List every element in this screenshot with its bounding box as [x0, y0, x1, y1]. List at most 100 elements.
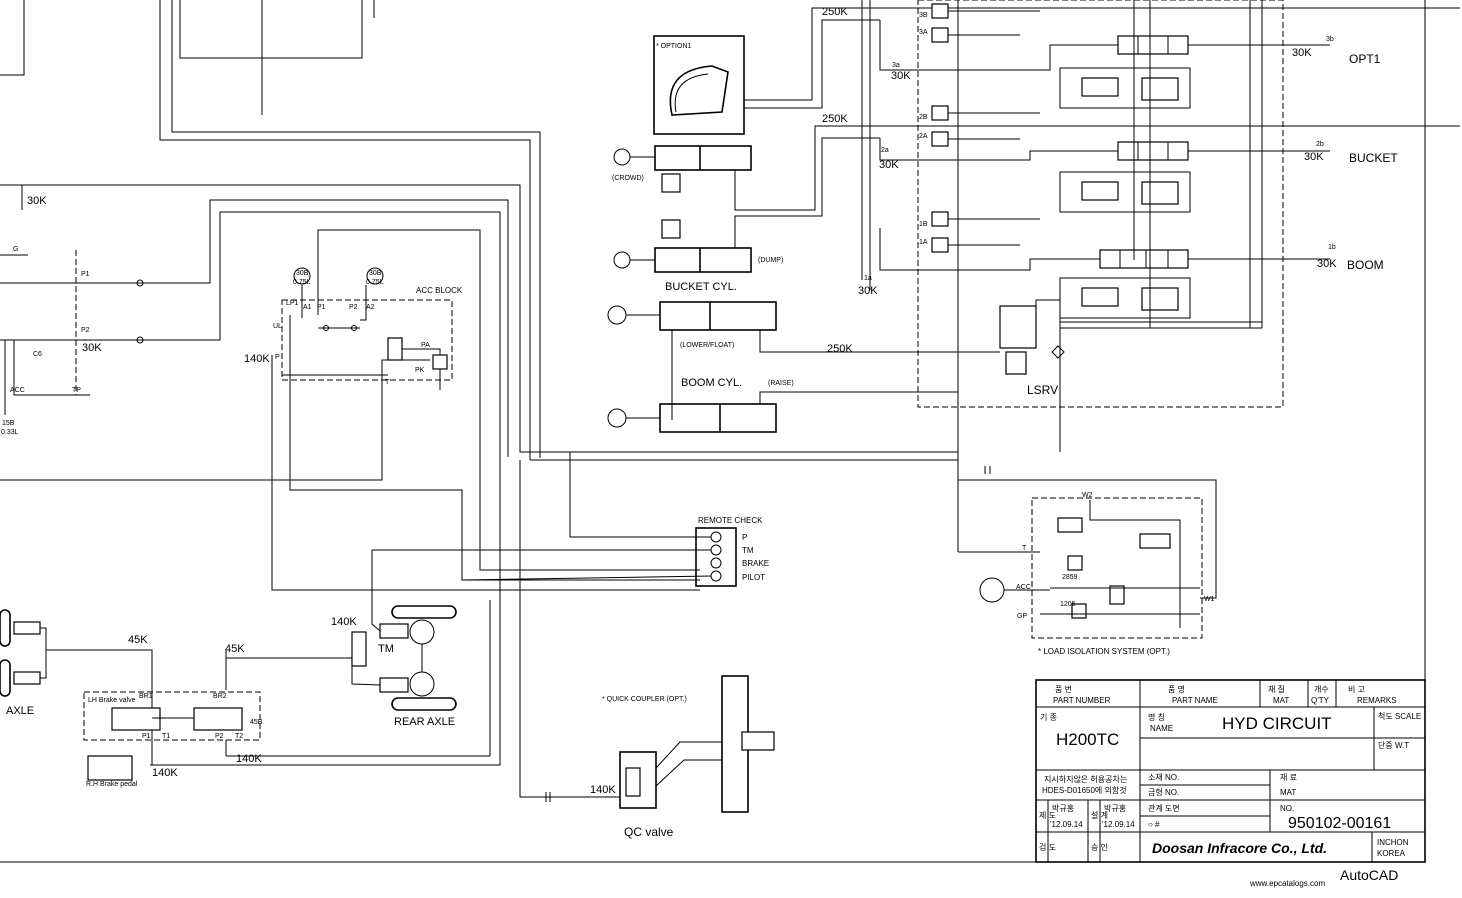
- name-label: NAME: [1150, 724, 1173, 733]
- w2-label: W2: [1082, 492, 1093, 499]
- gp-port-label: GP: [1017, 613, 1027, 620]
- remarks-header: REMARKS: [1357, 696, 1397, 705]
- weight-label: 단중 W.T: [1378, 740, 1409, 750]
- p1-brake-label: P1: [142, 733, 151, 740]
- p-acc-label: P: [275, 354, 280, 361]
- pressure-250k-mid: 250K: [822, 113, 848, 125]
- 45b-label: 45B: [250, 719, 263, 726]
- remarks-kr: 비 고: [1348, 685, 1365, 694]
- remote-check-tm: TM: [742, 546, 754, 555]
- pressure-250k-boom: 250K: [827, 343, 853, 355]
- title-block-text: 품 번 PART NUMBER 품 명 PART NAME 재 질 MAT 개수…: [1039, 684, 1421, 858]
- top-left-piping: [0, 0, 958, 766]
- p2-label: P2: [81, 327, 90, 334]
- acc-30b-a: 30B: [296, 270, 309, 277]
- acc-075-b: 0.75L: [366, 279, 384, 286]
- ul-label: UL: [273, 323, 282, 330]
- option1-label: * OPTION1: [656, 43, 692, 50]
- main-control-valve: [861, 0, 1330, 552]
- part-number-kr: 품 번: [1055, 685, 1072, 694]
- port-2b: 2B: [919, 114, 928, 121]
- pressure-30k-3b: 30K: [1292, 47, 1312, 59]
- geumhyeong-no: 금형 NO.: [1148, 788, 1179, 797]
- watermark: www.epcatalogs.com: [1249, 879, 1325, 888]
- port-1b-right: 1b: [1328, 244, 1336, 251]
- acc-block: [271, 229, 700, 591]
- pressure-30k-left: 30K: [27, 195, 47, 207]
- port-3a-left: 3a: [892, 62, 900, 69]
- opt1-label: OPT1: [1349, 52, 1381, 66]
- pressure-45k-2: 45K: [225, 643, 245, 655]
- autocad-label: AutoCAD: [1340, 867, 1398, 883]
- remote-check: [372, 452, 737, 587]
- name-kr: 명 칭: [1148, 712, 1165, 722]
- load-isolation-label: * LOAD ISOLATION SYSTEM (OPT.): [1038, 647, 1170, 656]
- load-isolation-system: [958, 466, 1217, 639]
- model-kr: 기 종: [1040, 713, 1057, 722]
- lsrv-label: LSRV: [1027, 383, 1058, 397]
- designer-2: 박규홍: [1104, 803, 1126, 813]
- port-2b-right: 2b: [1316, 141, 1324, 148]
- rear-axle: [351, 550, 457, 711]
- part-name-kr: 품 명: [1168, 684, 1185, 694]
- boom-label: BOOM: [1347, 258, 1384, 272]
- bucket-cylinders: [613, 125, 1460, 273]
- location-1: INCHON: [1377, 838, 1409, 847]
- c6-label: C6: [33, 351, 42, 358]
- quick-coupler: [519, 460, 775, 813]
- quick-coupler-label: * QUICK COUPLER (OPT.): [602, 696, 687, 703]
- remote-check-label: REMOTE CHECK: [698, 516, 763, 525]
- pressure-250k-top: 250K: [822, 6, 848, 18]
- mat-kr: 재 질: [1268, 685, 1285, 694]
- pressure-140k-qc: 140K: [590, 784, 616, 796]
- location-2: KOREA: [1377, 849, 1406, 858]
- tolerance-note-1: 지시하지않은 허용공차는: [1044, 774, 1127, 784]
- option1-attachment: [653, 7, 1460, 135]
- qc-valve-label: QC valve: [624, 825, 674, 839]
- port-1b: 1B: [919, 221, 928, 228]
- acc-30b-b: 30B: [369, 270, 382, 277]
- a1-label: A1: [303, 304, 312, 311]
- acc-033: 0.33L: [1, 429, 19, 436]
- pressure-140k-acc: 140K: [244, 353, 270, 365]
- material-kr: 재 료: [1280, 773, 1297, 782]
- related-drawing: 관계 도면: [1148, 803, 1180, 813]
- p2-brake-label: P2: [215, 733, 224, 740]
- model-value: H200TC: [1056, 730, 1119, 749]
- port-3b: 3B: [919, 12, 928, 19]
- rh-brake-pedal-label: R.H Brake pedal: [86, 781, 138, 788]
- p2-acc-label: P2: [349, 304, 358, 311]
- pressure-140k-br2: 140K: [236, 753, 262, 765]
- pressure-30k-left2: 30K: [82, 342, 102, 354]
- port-3a: 3A: [919, 29, 928, 36]
- port-1a-left: 1a: [864, 275, 872, 282]
- port-2a: 2A: [919, 133, 928, 140]
- mat-header: MAT: [1273, 696, 1289, 705]
- sul-label: 설 계: [1091, 810, 1108, 820]
- pressure-30k-2a: 30K: [879, 159, 899, 171]
- tp-label: TP: [72, 387, 81, 394]
- part-number-header: PART NUMBER: [1053, 696, 1111, 705]
- pressure-30k-3a: 30K: [891, 70, 911, 82]
- acc-label-left: ACC: [10, 387, 25, 394]
- raise-label: (RAISE): [768, 380, 794, 387]
- port-3b-right: 3b: [1326, 36, 1334, 43]
- pressure-30k-1a: 30K: [858, 285, 878, 297]
- valve-1205-label: 1205: [1060, 601, 1076, 608]
- pressure-45k-1: 45K: [128, 634, 148, 646]
- pressure-labels: 250K 250K 250K 30K 30K 30K 30K 30K 30K 3…: [27, 6, 1337, 796]
- designer-1: 박규홍: [1052, 803, 1074, 813]
- acc-075-a: 0.75L: [293, 279, 311, 286]
- no-label: NO.: [1280, 804, 1294, 813]
- rear-axle-label: REAR AXLE: [394, 716, 455, 728]
- a2-label: A2: [366, 304, 375, 311]
- geomdo-label: 검 도: [1039, 842, 1056, 852]
- seungin-label: 승 인: [1091, 842, 1108, 852]
- t-acc-label: T: [385, 379, 390, 386]
- sozai-no: 소재 NO.: [1148, 773, 1179, 782]
- acc-15b: 15B: [2, 420, 15, 427]
- tm-label: TM: [378, 643, 394, 655]
- crowd-label: (CROWD): [612, 175, 644, 182]
- axle-label: AXLE: [6, 705, 34, 717]
